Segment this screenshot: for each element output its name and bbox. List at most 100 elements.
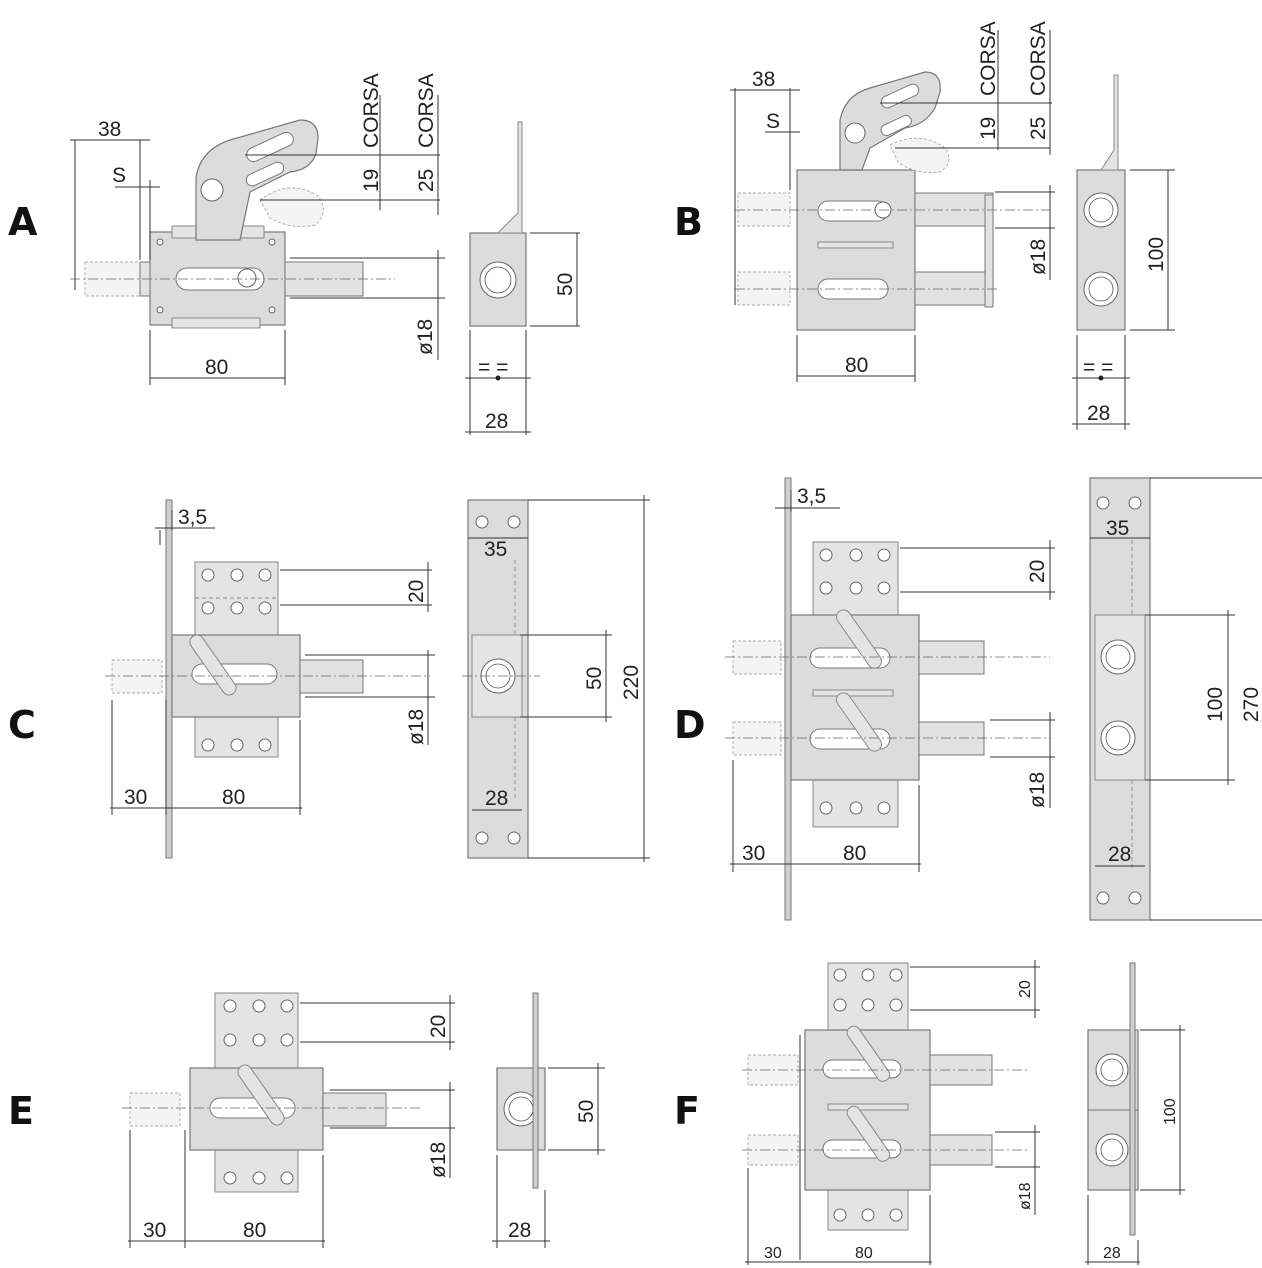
lever-pin (237, 268, 257, 288)
side-view-plate (532, 992, 539, 1189)
bolt-retracted-ghost-lower (737, 271, 791, 306)
dim-offset: 30 (742, 842, 765, 865)
dim-plate-thickness: 3,5 (178, 506, 207, 529)
bolt-extended-lower (918, 721, 985, 756)
label-corsa-1: CORSA (360, 73, 383, 148)
lever-ghost (889, 137, 950, 173)
panel-c: C 3,5 20 ø18 30 80 (8, 495, 650, 862)
dim-width: 80 (855, 1245, 873, 1262)
dim-equal: = = (1083, 356, 1113, 379)
mid-rail (827, 1103, 909, 1111)
lever-pivot (200, 178, 224, 202)
panel-letter-d: D (674, 703, 706, 747)
dim-depth: 28 (485, 787, 508, 810)
dim-width: 80 (243, 1219, 266, 1242)
dim-pitch: 20 (427, 1015, 450, 1038)
dim-diameter: ø18 (414, 319, 437, 355)
bolt-slot (191, 663, 278, 685)
dim-width: 80 (843, 842, 866, 865)
dim-height: 100 (1145, 237, 1168, 272)
dim-stroke-25: 25 (1027, 117, 1050, 140)
panel-letter-b: B (674, 200, 703, 244)
dim-offset: 30 (124, 786, 147, 809)
dim-plate-thickness: 3,5 (797, 485, 826, 508)
keeper-bottom (812, 774, 899, 828)
dim-total-height: 220 (620, 665, 643, 700)
dim-height: 50 (554, 273, 577, 296)
dim-width: 80 (222, 786, 245, 809)
dim-plate-width: 35 (1106, 517, 1129, 540)
dim-plate-width: 35 (484, 538, 507, 561)
screw-holes (819, 548, 891, 815)
lever-slot-upper (246, 131, 294, 163)
dim-offset: 30 (764, 1245, 782, 1262)
dim-diameter: ø18 (1027, 239, 1050, 275)
dim-pitch: 20 (1026, 560, 1049, 583)
dim-pitch: 20 (405, 580, 428, 603)
label-corsa-2: CORSA (1027, 21, 1050, 96)
dim-equal: = = (478, 356, 508, 379)
screw-holes (833, 968, 903, 1222)
strike-screws (1096, 496, 1142, 905)
dim-diameter: ø18 (1017, 1182, 1034, 1210)
lever-slot-lower (245, 161, 285, 187)
dim-offset: 30 (143, 1219, 166, 1242)
panel-b: B 80 38 S 19 CORSA 25 CORSA ø18 (674, 21, 1175, 430)
lever-slot-lower (836, 692, 882, 752)
dim-diameter: ø18 (427, 1142, 450, 1178)
dim-offset: 38 (98, 118, 121, 141)
label-corsa-2: CORSA (415, 73, 438, 148)
lever-slot (237, 1064, 285, 1126)
strike-screws (475, 515, 521, 845)
dim-depth: 28 (508, 1219, 531, 1242)
mounting-plate (165, 499, 173, 859)
dim-diameter: ø18 (405, 709, 428, 745)
side-view-plate (1129, 962, 1136, 1236)
lever-slot (189, 634, 237, 696)
mid-rail (817, 241, 894, 249)
dim-depth: 28 (1087, 402, 1110, 425)
dim-offset: 38 (752, 68, 775, 91)
bolt-extended-upper (918, 640, 985, 675)
bolt-retracted-ghost-lower (732, 721, 782, 756)
keeper-bottom (827, 1184, 909, 1231)
lever-pivot (844, 122, 866, 144)
bolt-retracted-ghost-upper (732, 640, 782, 675)
dim-height: 100 (1204, 687, 1227, 722)
lever-slot-upper (836, 609, 882, 669)
dim-height: 50 (575, 1100, 598, 1123)
lever-slot-upper (846, 1025, 891, 1082)
panel-letter-e: E (8, 1089, 34, 1133)
dim-depth: 28 (485, 410, 508, 433)
dim-s: S (766, 110, 780, 133)
dim-total-height: 270 (1240, 687, 1262, 722)
panel-f: F 20 ø18 30 80 (674, 960, 1185, 1265)
dim-stroke-19: 19 (977, 117, 1000, 140)
side-view-bracket (1100, 74, 1119, 171)
panel-letter-a: A (8, 200, 38, 244)
mid-rail (812, 689, 894, 697)
dim-diameter: ø18 (1026, 772, 1049, 808)
dim-pitch: 20 (1017, 980, 1034, 998)
dim-s: S (112, 164, 126, 187)
dim-width: 80 (205, 356, 228, 379)
dim-depth: 28 (1108, 843, 1131, 866)
panel-a: A 80 38 S 19 CORSA (8, 73, 580, 435)
screw-holes (201, 568, 272, 752)
dim-depth: 28 (1103, 1245, 1121, 1262)
panel-d: D 3,5 20 ø18 30 80 (674, 477, 1262, 921)
bottom-rail (171, 317, 261, 329)
bolt-retracted-ghost-upper (737, 192, 791, 227)
lever-slot-lower (880, 114, 912, 137)
dim-stroke-19: 19 (360, 169, 383, 192)
bolt-extended-upper (914, 192, 994, 227)
bolt-link (984, 194, 994, 308)
bolt-extended (299, 659, 364, 694)
lever-slot-upper (880, 83, 920, 109)
bolt-retracted-ghost (129, 1092, 181, 1127)
dim-width: 80 (845, 354, 868, 377)
dim-height: 100 (1162, 1098, 1179, 1125)
bolt-extended (322, 1092, 387, 1127)
lock-body (796, 169, 916, 331)
